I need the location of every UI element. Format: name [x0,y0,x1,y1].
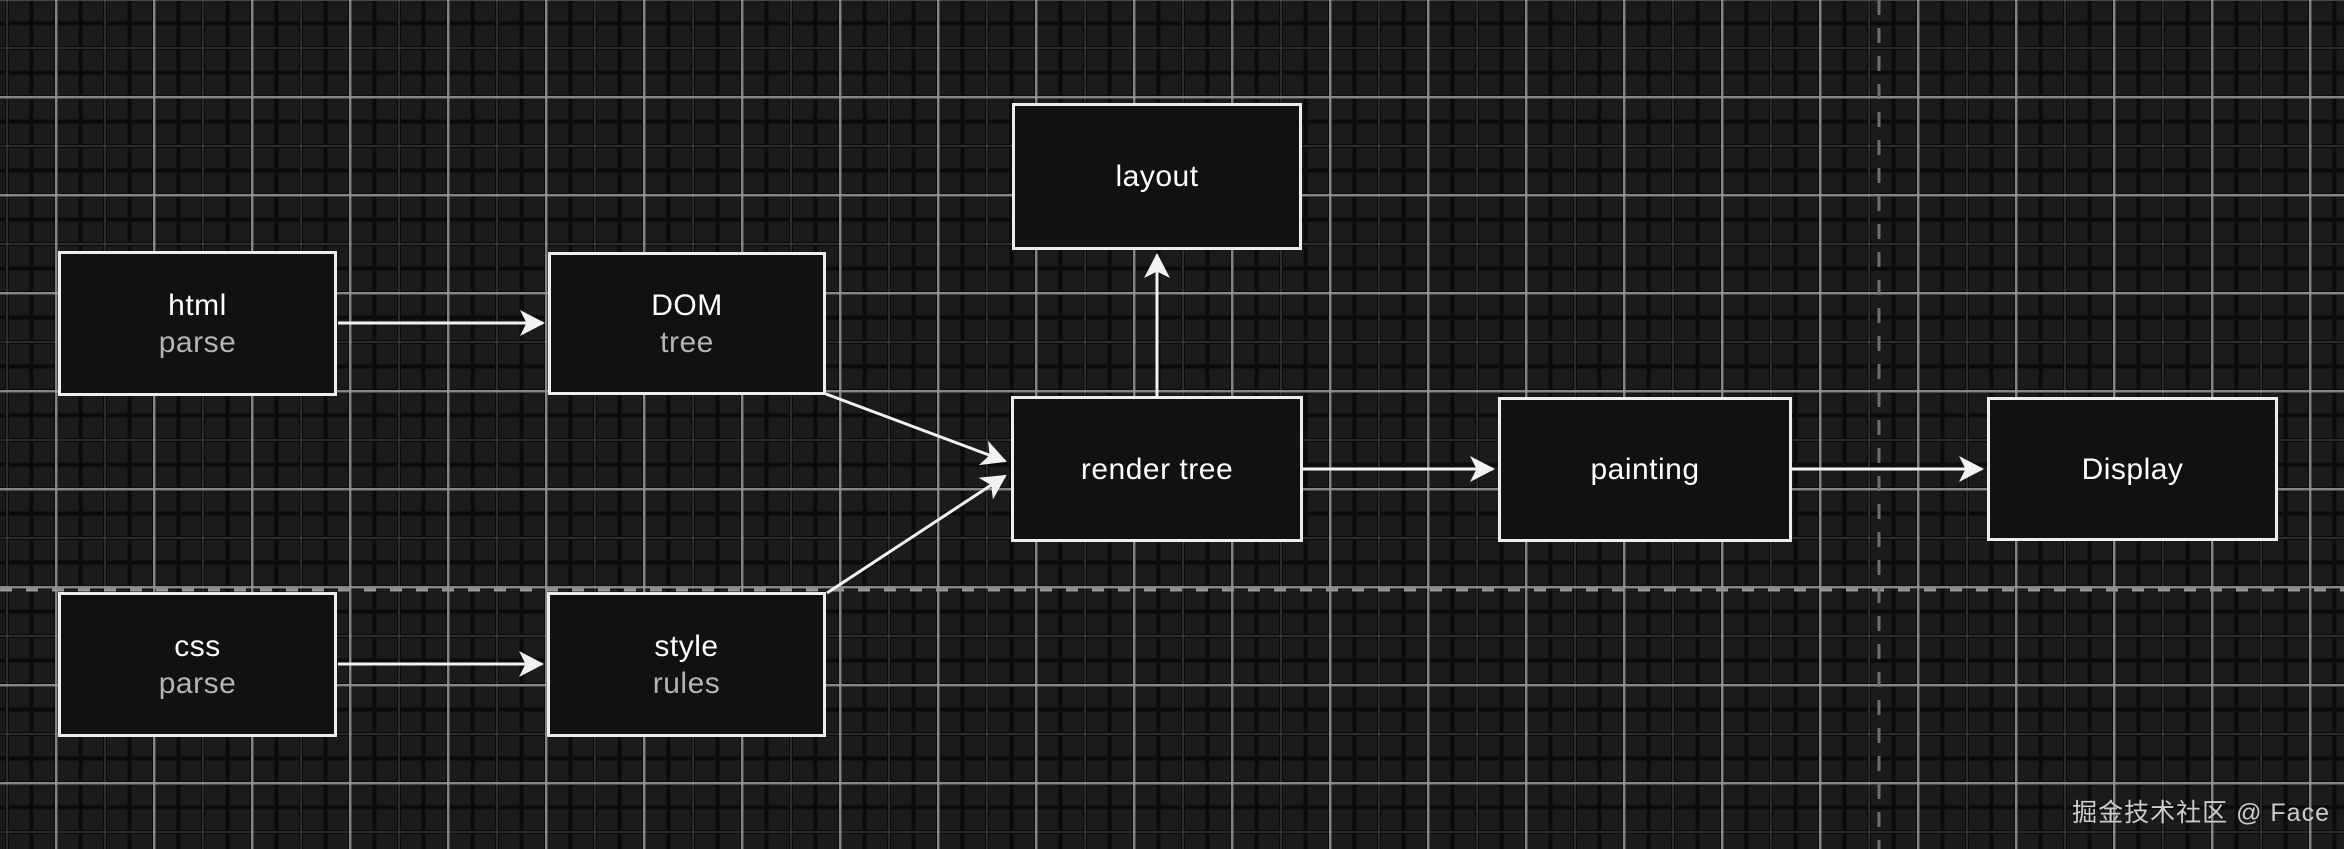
watermark: 掘金技术社区 @ Face [2072,799,2330,827]
node-html-parse: html parse [58,251,337,396]
node-layout: layout [1012,103,1302,250]
node-style-rules: style rules [547,592,826,737]
node-render-tree-label: render tree [1080,452,1234,486]
edge-dom-tree-to-render-tree [825,392,1007,466]
node-css-parse-label: css [174,629,221,663]
node-dom-tree-sublabel: tree [660,325,714,359]
edge-style-rules-to-render-tree [826,474,1007,595]
node-display-label: Display [2081,452,2184,486]
node-painting-label: painting [1590,453,1700,486]
node-html-parse-sublabel: parse [158,325,237,359]
node-style-rules-label: style [654,629,719,663]
node-style-rules-sublabel: rules [652,666,721,700]
node-html-parse-label: html [168,288,227,322]
node-layout-label: layout [1115,160,1199,193]
node-render-tree: render tree [1011,396,1303,542]
node-dom-tree: DOM tree [548,252,826,395]
node-display: Display [1987,397,2278,541]
node-css-parse: css parse [58,592,337,737]
node-css-parse-sublabel: parse [158,666,237,700]
node-painting: painting [1498,397,1792,542]
node-dom-tree-label: DOM [651,288,723,322]
